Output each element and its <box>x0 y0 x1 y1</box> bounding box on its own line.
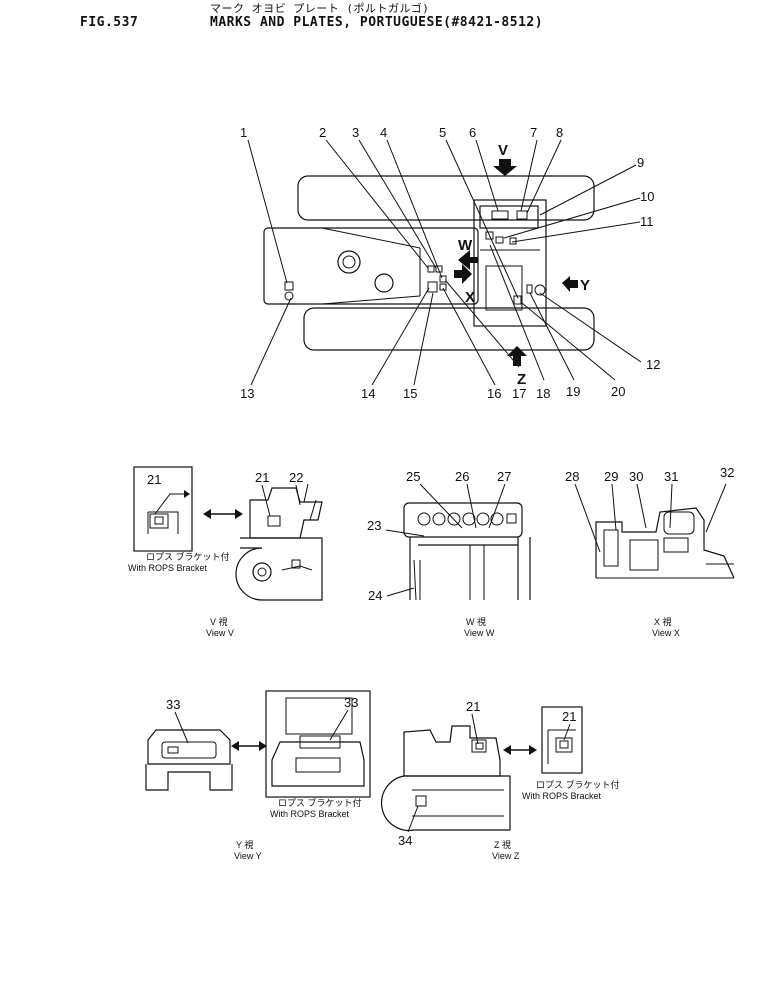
view-x-letter: X <box>465 289 475 306</box>
view-y-caption-jp: Y 視 <box>236 839 253 850</box>
callout-12: 12 <box>646 357 660 372</box>
cab-outline <box>473 199 547 327</box>
callout-6: 6 <box>469 125 476 140</box>
view-y-machine <box>147 729 231 765</box>
view-x-callout-28: 28 <box>565 469 579 484</box>
callout-11: 11 <box>640 214 654 229</box>
callout-19: 19 <box>566 384 580 399</box>
view-v-rops-jp: ロプス ブラケット付 <box>146 551 230 562</box>
view-v: 21 ロプス ブラケット付 With ROPS Bracket 21 22 V … <box>128 466 323 638</box>
view-v-caption-en: View V <box>206 628 234 638</box>
view-v-machine-body <box>249 487 323 539</box>
view-v-rops-inset <box>133 466 193 552</box>
view-v-arrow-icon <box>493 159 517 176</box>
view-z-double-arrow-icon <box>503 745 537 755</box>
view-v-callout-21-inset: 21 <box>147 472 161 487</box>
view-y-rops-en: With ROPS Bracket <box>270 809 350 819</box>
view-w: 25 26 27 23 24 W 視 View W <box>367 469 531 638</box>
view-y-callout-33-inset: 33 <box>344 695 358 710</box>
view-z-callout-21-inset: 21 <box>562 709 576 724</box>
view-z-arrow-icon <box>507 346 527 366</box>
upper-track <box>297 175 595 221</box>
callout-10: 10 <box>640 189 654 204</box>
engine-circle-large <box>337 250 361 274</box>
view-z-caption-jp: Z 視 <box>494 839 511 850</box>
view-v-double-arrow-icon <box>203 509 243 519</box>
view-v-caption-jp: V 視 <box>210 616 228 627</box>
view-y-arrow-icon <box>562 276 578 292</box>
view-x-arrow-icon <box>454 264 472 284</box>
callout-16: 16 <box>487 386 501 401</box>
lower-track <box>303 307 595 351</box>
view-v-rops-en: With ROPS Bracket <box>128 563 208 573</box>
callout-1: 1 <box>240 125 247 140</box>
main-frame <box>263 227 479 305</box>
callout-4: 4 <box>380 125 387 140</box>
figure-number: FIG.537 <box>80 15 139 30</box>
callout-8: 8 <box>556 125 563 140</box>
view-y-rops-jp: ロプス ブラケット付 <box>278 797 362 808</box>
callout-18: 18 <box>536 386 550 401</box>
callout-2: 2 <box>319 125 326 140</box>
view-z-caption-en: View Z <box>492 851 520 861</box>
view-x-caption-jp: X 視 <box>654 616 672 627</box>
callout-20: 20 <box>611 384 625 399</box>
page-title: MARKS AND PLATES, PORTUGUESE(#8421-8512) <box>210 15 544 30</box>
view-x: 28 29 30 31 32 X 視 View X <box>565 465 735 638</box>
view-x-machine-side <box>595 507 735 579</box>
view-x-callout-31: 31 <box>664 469 678 484</box>
callout-17: 17 <box>512 386 526 401</box>
view-z: 21 34 21 ロプス ブラケット付 With ROPS Bracket Z … <box>380 699 620 861</box>
view-w-panel <box>403 502 523 538</box>
view-x-callout-32: 32 <box>720 465 734 480</box>
view-w-callout-24: 24 <box>368 588 382 603</box>
leader-lines <box>247 139 642 386</box>
view-v-callout-21: 21 <box>255 470 269 485</box>
view-z-rops-inset <box>541 706 583 774</box>
engine-circle-small <box>374 273 394 293</box>
callout-7: 7 <box>530 125 537 140</box>
callout-13: 13 <box>240 386 254 401</box>
view-y-letter: Y <box>580 277 590 294</box>
view-w-caption-en: View W <box>464 628 495 638</box>
title-japanese: マーク オヨビ プレート (ポルトガルゴ) <box>210 2 430 15</box>
view-w-callout-25: 25 <box>406 469 420 484</box>
callout-15: 15 <box>403 386 417 401</box>
view-z-rops-jp: ロプス ブラケット付 <box>536 779 620 790</box>
view-x-caption-en: View X <box>652 628 680 638</box>
main-top-view: V W X Y Z 1 2 <box>240 125 660 401</box>
view-z-letter: Z <box>517 371 526 388</box>
callout-5: 5 <box>439 125 446 140</box>
view-w-arrow-icon <box>458 250 478 270</box>
view-y-callout-33: 33 <box>166 697 180 712</box>
callout-3: 3 <box>352 125 359 140</box>
view-w-callout-26: 26 <box>455 469 469 484</box>
view-z-callout-34: 34 <box>398 833 412 848</box>
view-y-caption-en: View Y <box>234 851 262 861</box>
view-w-callout-27: 27 <box>497 469 511 484</box>
view-v-letter: V <box>498 142 508 159</box>
view-w-callout-23: 23 <box>367 518 381 533</box>
callout-14: 14 <box>361 386 375 401</box>
view-y-double-arrow-icon <box>231 741 267 751</box>
view-z-rops-en: With ROPS Bracket <box>522 791 602 801</box>
view-x-callout-29: 29 <box>604 469 618 484</box>
view-w-caption-jp: W 視 <box>466 616 486 627</box>
view-x-callout-30: 30 <box>629 469 643 484</box>
callout-9: 9 <box>637 155 644 170</box>
view-z-callout-21: 21 <box>466 699 480 714</box>
view-w-letter: W <box>458 237 473 254</box>
view-v-callout-22: 22 <box>289 470 303 485</box>
view-y: 33 33 ロプス ブラケット付 With ROPS Bracket Y 視 V… <box>145 690 371 861</box>
view-y-rops-inset <box>265 690 371 798</box>
